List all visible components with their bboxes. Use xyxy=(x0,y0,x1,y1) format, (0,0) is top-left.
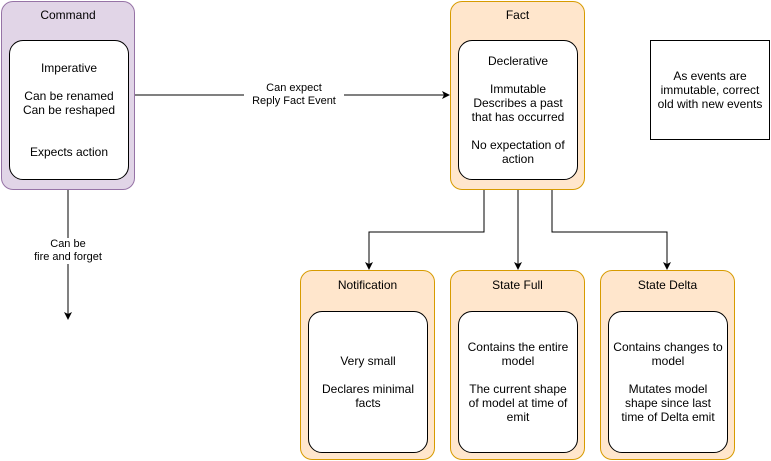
state-delta-description: Contains changes to model Mutates model … xyxy=(608,311,728,453)
fact-to-state-delta-arrow xyxy=(551,190,671,270)
state-full-container: State Full Contains the entire model The… xyxy=(450,270,585,460)
fact-description: Declerative Immutable Describes a past t… xyxy=(458,40,578,180)
fact-title: Fact xyxy=(505,8,530,22)
state-delta-container: State Delta Contains changes to model Mu… xyxy=(600,270,735,460)
fact-container: Fact Declerative Immutable Describes a p… xyxy=(450,1,585,190)
notification-title: Notification xyxy=(337,278,398,292)
command-container: Command Imperative Can be renamed Can be… xyxy=(1,1,135,190)
notification-container: Notification Very small Declares minimal… xyxy=(300,270,435,460)
notification-description: Very small Declares minimal facts xyxy=(308,311,428,453)
state-full-description: Contains the entire model The current sh… xyxy=(458,311,578,453)
state-full-title: State Full xyxy=(492,278,543,292)
immutability-note: As events are immutable, correct old wit… xyxy=(650,40,770,140)
command-description: Imperative Can be renamed Can be reshape… xyxy=(9,40,129,180)
command-title: Command xyxy=(40,8,96,22)
command-to-fact-label: Can expect Reply Fact Event xyxy=(244,82,344,108)
fact-to-notification-arrow xyxy=(365,190,485,270)
state-delta-title: State Delta xyxy=(637,278,698,292)
command-down-label: Can be fire and forget xyxy=(22,238,114,264)
